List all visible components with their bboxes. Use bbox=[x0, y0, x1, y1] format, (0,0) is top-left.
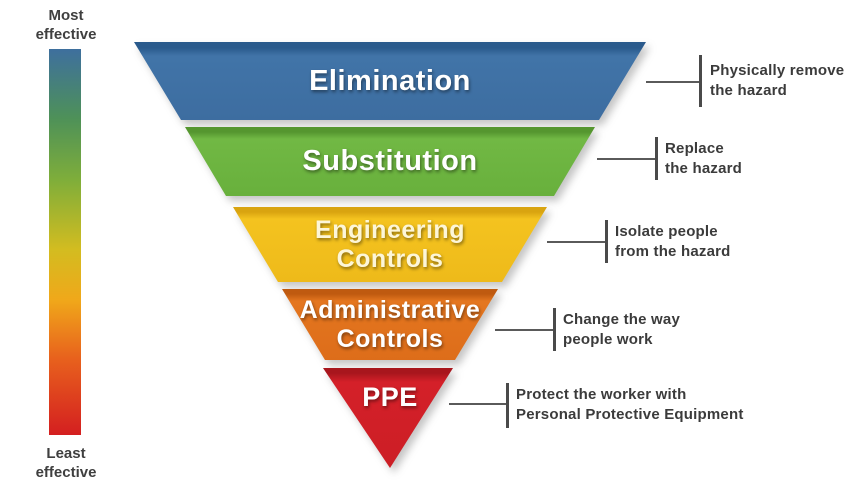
administrative-controls-connector-line bbox=[495, 329, 554, 331]
administrative-controls-connector-tick bbox=[553, 308, 556, 351]
elimination-connector-line bbox=[646, 81, 700, 83]
level-engineering-controls-label: Engineering Controls bbox=[315, 216, 465, 273]
substitution-note: Replace the hazard bbox=[665, 140, 743, 177]
engineering-controls-note: Isolate people from the hazard bbox=[615, 223, 731, 260]
level-elimination-label: Elimination bbox=[309, 64, 471, 97]
level-elimination-shape: Elimination bbox=[134, 42, 646, 120]
level-ppe-label: PPE bbox=[362, 382, 418, 412]
ppe-note: Protect the worker with Personal Protect… bbox=[516, 386, 744, 423]
least-effective-label: Least effective bbox=[35, 445, 97, 481]
ppe-connector-line bbox=[449, 403, 507, 405]
level-ppe: PPE bbox=[134, 368, 646, 468]
level-administrative-controls: Administrative Controls bbox=[134, 289, 646, 360]
ppe-connector-tick bbox=[506, 383, 509, 428]
level-substitution-label: Substitution bbox=[302, 145, 478, 177]
level-engineering-controls: Engineering Controls bbox=[134, 207, 646, 282]
effectiveness-gradient-bar bbox=[49, 49, 81, 435]
level-substitution: Substitution bbox=[134, 127, 646, 196]
substitution-connector-tick bbox=[655, 137, 658, 180]
engineering-controls-connector-line bbox=[547, 241, 606, 243]
elimination-note: Physically remove the hazard bbox=[710, 62, 845, 99]
level-substitution-shape: Substitution bbox=[185, 127, 595, 196]
inverted-pyramid: Elimination Substitution Engineering Con… bbox=[134, 42, 646, 468]
engineering-controls-connector-tick bbox=[605, 220, 608, 263]
level-administrative-controls-shape: Administrative Controls bbox=[282, 289, 498, 360]
level-administrative-controls-label: Administrative Controls bbox=[299, 296, 481, 353]
most-effective-label: Most effective bbox=[35, 7, 97, 43]
administrative-controls-note: Change the way people work bbox=[563, 311, 680, 348]
level-elimination: Elimination bbox=[134, 42, 646, 120]
substitution-connector-line bbox=[597, 158, 656, 160]
level-engineering-controls-shape: Engineering Controls bbox=[233, 207, 547, 282]
elimination-connector-tick bbox=[699, 55, 702, 107]
